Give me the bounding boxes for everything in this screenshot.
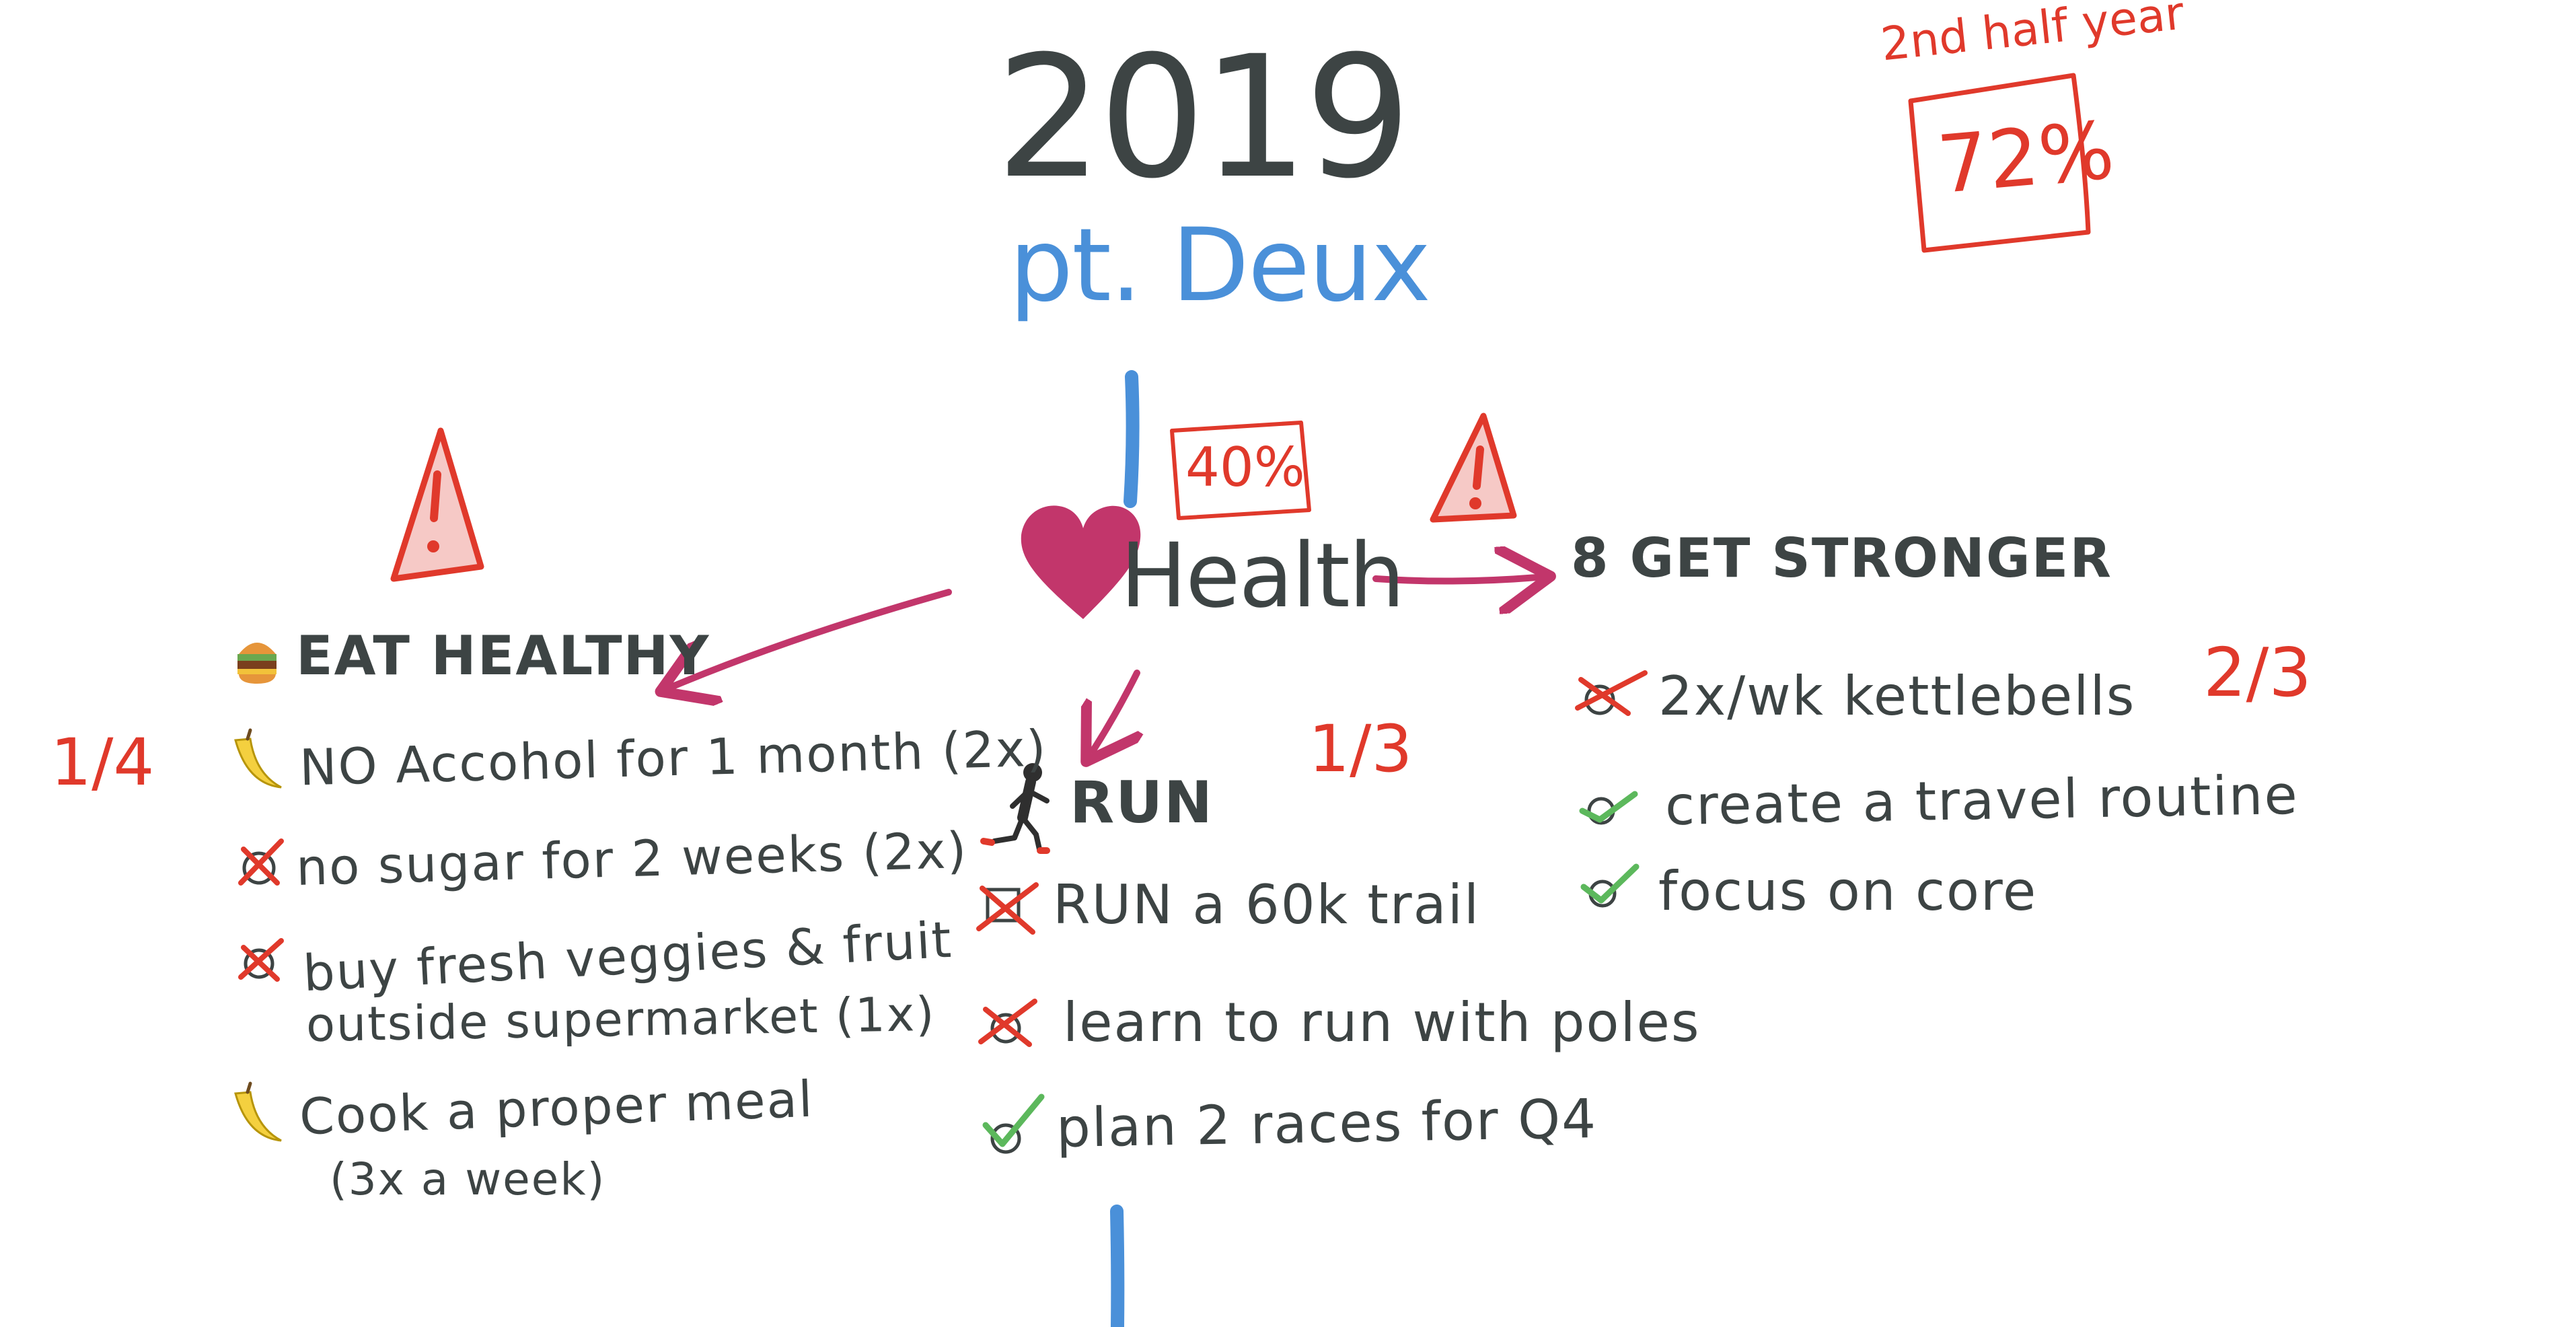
branch-title-eat-healthy: EAT HEALTHY bbox=[296, 624, 710, 687]
banana-icon bbox=[234, 1081, 282, 1142]
cross-mark-icon bbox=[976, 882, 1039, 935]
list-item-continued: outside supermarket (1x) bbox=[305, 986, 936, 1053]
branch-score-eat-healthy: 1/4 bbox=[50, 725, 155, 800]
list-item: focus on core bbox=[1658, 860, 2038, 923]
arrow-to-run bbox=[1093, 670, 1137, 750]
health-score-box bbox=[1170, 421, 1311, 520]
overall-score: 72% bbox=[1934, 103, 2118, 212]
list-item: 2x/wk kettlebells bbox=[1658, 665, 2136, 727]
list-item: create a travel routine bbox=[1664, 763, 2299, 838]
banana-icon bbox=[234, 728, 282, 789]
list-item: learn to run with poles bbox=[1063, 991, 1701, 1054]
warning-icon bbox=[390, 427, 484, 582]
check-mark-icon bbox=[1580, 863, 1640, 908]
heart-icon bbox=[1021, 505, 1141, 619]
check-mark-icon bbox=[1579, 791, 1638, 825]
list-item-continued: (3x a week) bbox=[330, 1153, 606, 1205]
check-mark-icon bbox=[982, 1093, 1045, 1154]
cross-mark-icon bbox=[978, 999, 1037, 1047]
hamburger-icon bbox=[237, 643, 277, 684]
cross-mark-icon bbox=[1575, 670, 1648, 716]
branch-score-get-stronger: 2/3 bbox=[2203, 633, 2312, 712]
page-subtitle: pt. Deux bbox=[1009, 207, 1431, 324]
health-score: 40% bbox=[1185, 436, 1305, 499]
central-node-label: Health bbox=[1120, 524, 1405, 628]
cross-mark-icon bbox=[238, 838, 284, 886]
branch-score-run: 1/3 bbox=[1309, 711, 1413, 787]
connector-top bbox=[1124, 370, 1140, 508]
runner-icon bbox=[980, 763, 1050, 854]
overall-score-box bbox=[1908, 73, 2091, 253]
branch-title-run: RUN bbox=[1070, 769, 1214, 836]
branch-title-get-stronger: 8 GET STRONGER bbox=[1571, 527, 2112, 589]
warning-icon bbox=[1430, 413, 1517, 523]
page-title: 2019 bbox=[996, 20, 1411, 215]
arrow-to-get-stronger bbox=[1372, 577, 1537, 581]
list-item: plan 2 races for Q4 bbox=[1056, 1087, 1598, 1160]
list-item: RUN a 60k trail bbox=[1053, 873, 1481, 936]
cross-mark-icon bbox=[238, 938, 284, 982]
arrow-to-eat-healthy bbox=[673, 589, 952, 686]
